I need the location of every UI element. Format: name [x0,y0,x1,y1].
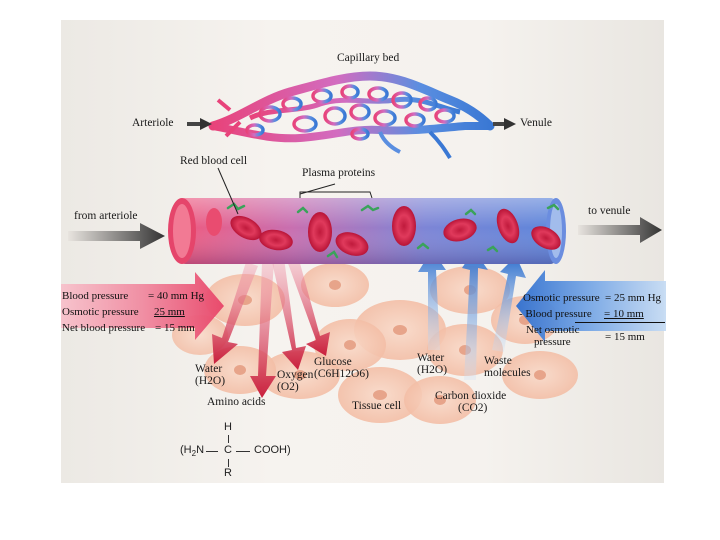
right-osmotic-pressure-value: = 25 mm Hg [605,292,662,304]
left-net-value: = 15 mm [155,322,195,334]
formula-right: COOH) [254,444,291,456]
amino-acids-label: Amino acids [207,396,266,408]
plasma-proteins-label: Plasma proteins [302,167,376,179]
venule-arrow [493,118,516,130]
left-blood-pressure-label: Blood pressure [62,290,129,302]
formula-r: R [224,467,232,479]
formula-bond-top [228,435,229,443]
waste-label: Waste [484,355,512,367]
right-box-divider [575,322,665,323]
venule-label: Venule [520,117,552,129]
left-blood-pressure-value: = 40 mm Hg [148,290,205,302]
right-osmotic-pressure-label: Osmotic pressure [523,292,600,304]
inflow-water-formula: (H2O) [417,364,448,376]
formula-bond-right [236,451,250,452]
osmotic-pressure-box [516,270,666,342]
oxygen-formula: (O2) [277,381,299,393]
inflow-arrows [418,250,526,380]
left-net-label: Net blood pressure [62,322,146,334]
waste-molecules-label: molecules [484,367,531,379]
carbon-dioxide-formula: (CO2) [458,402,488,414]
right-blood-pressure-value: = 10 mm [604,308,644,320]
to-venule-label: to venule [588,205,631,217]
arteriole-arrow [187,118,212,130]
formula-h: H [224,421,232,433]
right-blood-pressure-label: - Blood pressure [519,308,592,320]
oxygen-label: Oxygen [277,369,314,381]
blood-pressure-box [61,272,224,340]
glucose-label: Glucose [314,356,352,368]
carbon-dioxide-label: Carbon dioxide [435,390,507,402]
tissue-cell-label: Tissue cell [352,400,402,412]
from-arteriole-label: from arteriole [74,210,138,222]
right-net-label-2: pressure [534,336,571,348]
formula-bond-left [206,451,218,452]
arteriole-label: Arteriole [132,117,174,129]
from-arteriole-arrow [68,223,165,249]
plasma-proteins [226,202,560,259]
formula-left: (H2N [180,444,205,459]
red-blood-cells [206,206,561,256]
right-net-label-1: Net osmotic [526,324,580,336]
label-pointer-lines [217,167,373,215]
outflow-water-label: Water [195,363,223,375]
formula-bond-bottom [228,459,229,467]
capillary-bed-network [208,71,495,160]
outflow-arrows [212,256,330,398]
inflow-water-label: Water [417,352,445,364]
glucose-formula: (C6H12O6) [314,368,369,380]
left-osmotic-pressure-value: 25 mm [154,306,185,318]
right-net-value: = 15 mm [605,331,645,343]
red-blood-cell-label: Red blood cell [180,155,248,167]
to-venule-arrow [578,217,662,243]
left-osmotic-pressure-label: Osmotic pressure [62,306,139,318]
outflow-water-formula: (H2O) [195,375,226,387]
formula-c: C [224,444,232,456]
capillary-bed-label: Capillary bed [337,52,400,64]
